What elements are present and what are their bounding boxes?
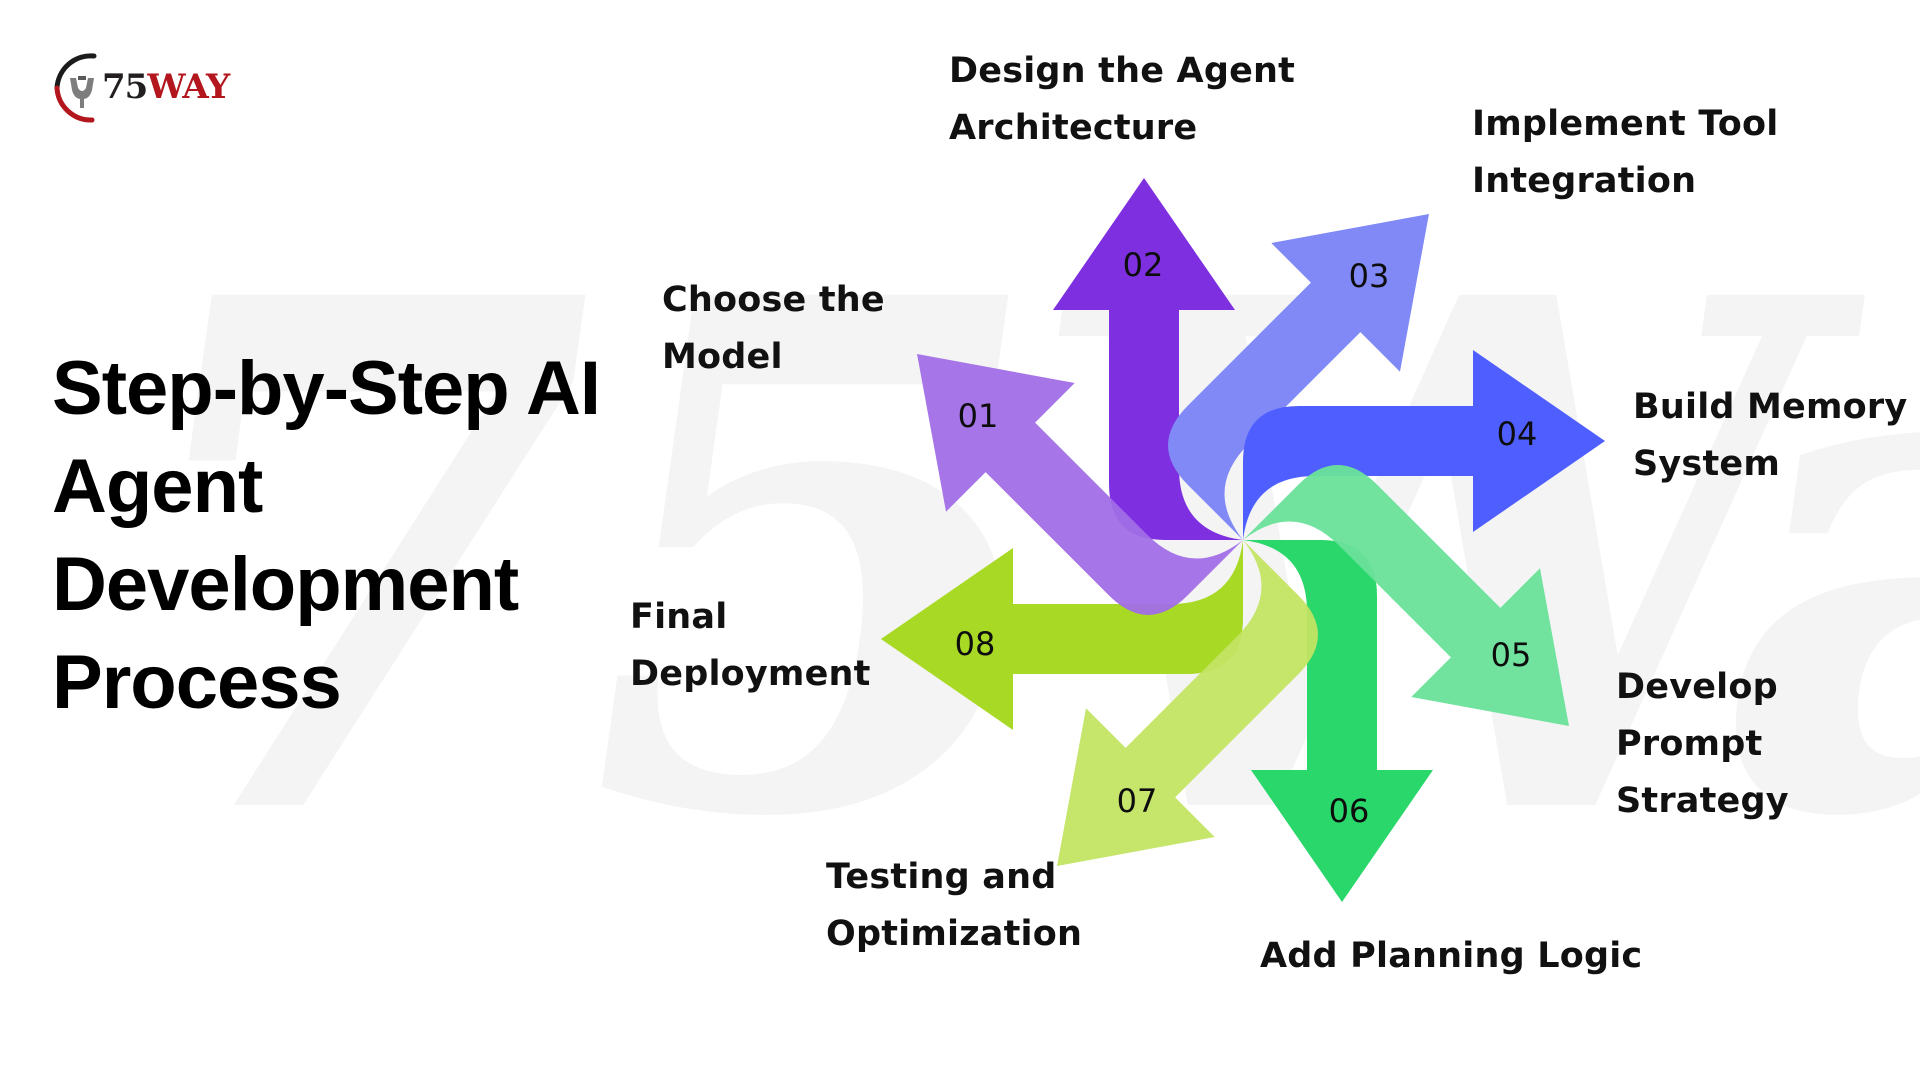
step-number-04: 04 xyxy=(1497,415,1538,453)
step-label-line: Prompt xyxy=(1616,724,1763,764)
logo-text-red: WAY xyxy=(146,67,231,107)
step-label-03: Implement Tool Integration xyxy=(1472,96,1778,210)
page-title: Step-by-Step AI Agent Development Proces… xyxy=(52,340,601,732)
step-label-line: Choose the xyxy=(662,280,885,320)
title-line: Process xyxy=(52,640,342,725)
step-label-07: Testing and Optimization xyxy=(826,849,1082,963)
step-label-line: Final xyxy=(630,597,728,637)
step-label-06: Add Planning Logic xyxy=(1260,928,1642,985)
step-label-line: Model xyxy=(662,337,783,377)
step-label-line: Deployment xyxy=(630,654,871,694)
step-number-06: 06 xyxy=(1329,792,1370,830)
trident-icon xyxy=(70,76,94,108)
step-label-line: Implement Tool xyxy=(1472,104,1779,144)
step-label-line: System xyxy=(1633,444,1780,484)
logo-text: 75WAY xyxy=(102,67,231,107)
logo-text-dark: 75 xyxy=(102,67,147,107)
step-label-line: Testing and xyxy=(826,857,1057,897)
step-label-04: Build Memory System xyxy=(1633,379,1907,493)
logo-arc-top xyxy=(54,53,97,91)
step-number-05: 05 xyxy=(1491,636,1532,674)
step-label-line: Architecture xyxy=(949,108,1198,148)
title-line: Step-by-Step AI xyxy=(52,346,601,431)
title-line: Development xyxy=(52,542,519,627)
step-number-03: 03 xyxy=(1349,257,1390,295)
step-number-02: 02 xyxy=(1123,246,1164,284)
step-label-line: Integration xyxy=(1472,161,1697,201)
step-label-line: Design the Agent xyxy=(949,51,1296,91)
step-number-01: 01 xyxy=(958,397,999,435)
step-label-05: Develop Prompt Strategy xyxy=(1616,659,1789,830)
step-number-08: 08 xyxy=(955,625,996,663)
step-label-02: Design the Agent Architecture xyxy=(949,43,1295,157)
brand-logo: 75WAY xyxy=(54,53,232,123)
step-label-line: Build Memory xyxy=(1633,387,1908,427)
step-number-07: 07 xyxy=(1117,782,1158,820)
logo-arc-bottom xyxy=(54,85,95,123)
title-line: Agent xyxy=(52,444,263,529)
step-label-line: Develop xyxy=(1616,667,1778,707)
step-label-line: Add Planning Logic xyxy=(1260,936,1643,976)
step-label-01: Choose the Model xyxy=(662,272,885,386)
step-label-line: Optimization xyxy=(826,914,1083,954)
step-label-line: Strategy xyxy=(1616,781,1789,821)
step-label-08: Final Deployment xyxy=(630,589,871,703)
